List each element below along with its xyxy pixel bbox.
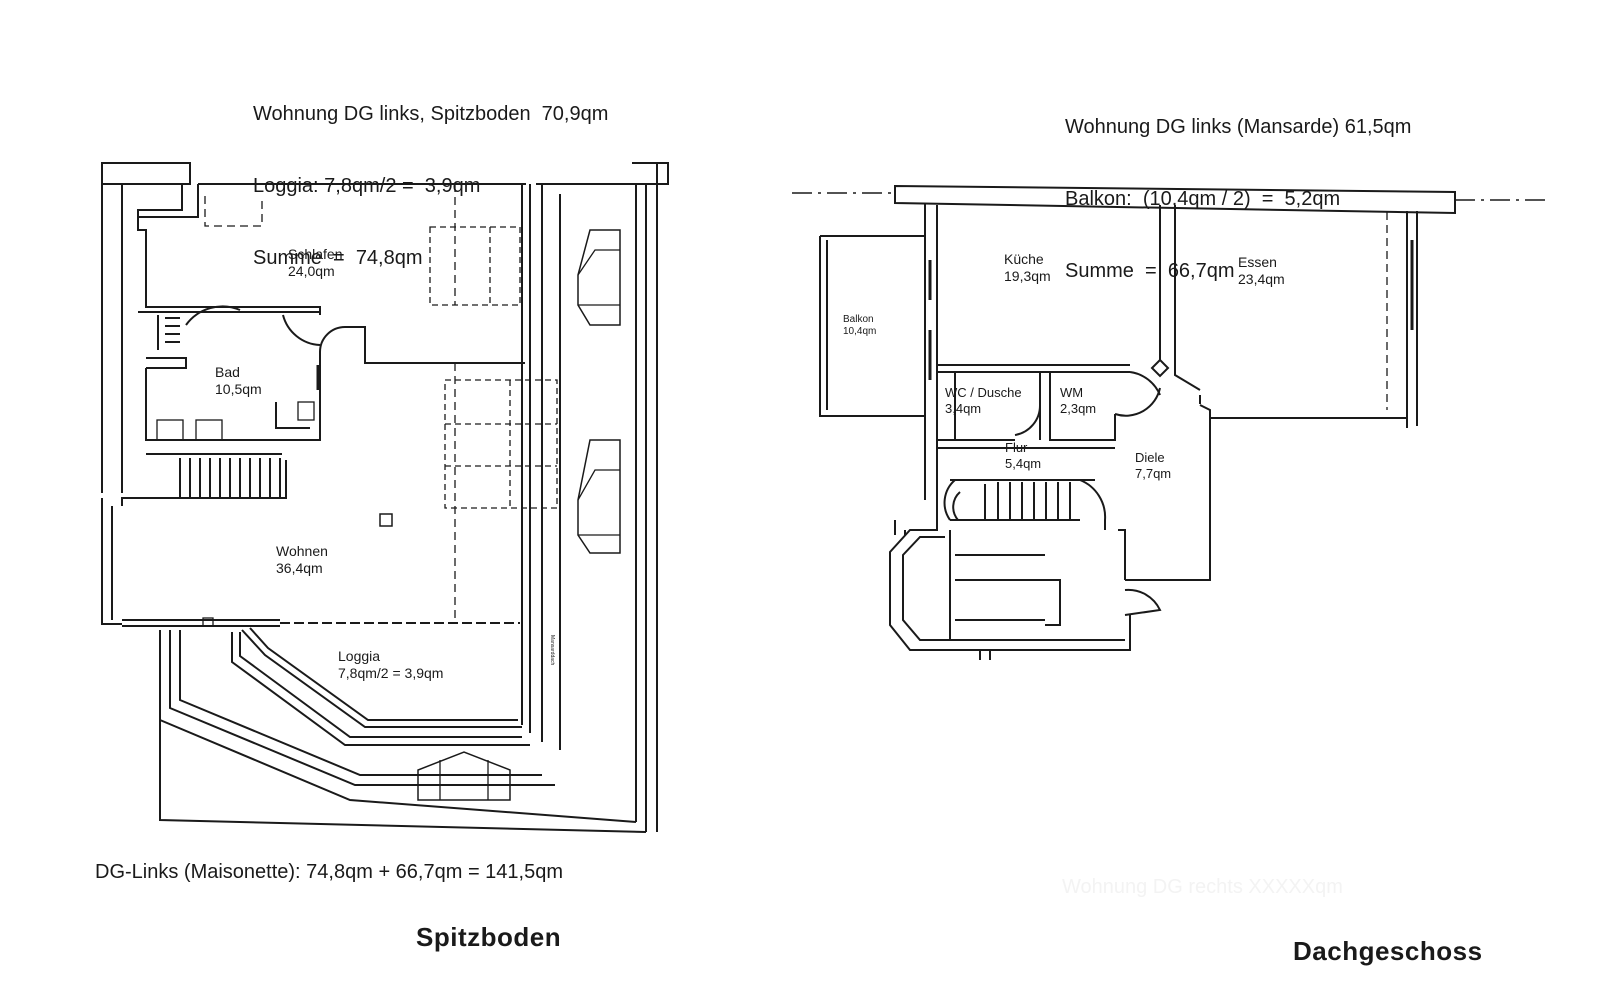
room-kueche: Küche 19,3qm [1004, 251, 1051, 285]
room-name: Essen [1238, 254, 1277, 270]
summary-line: Summe = 74,8qm [253, 247, 423, 269]
wall-note: Mansarddach [549, 635, 555, 666]
room-area: 7,8qm/2 = 3,9qm [338, 665, 444, 681]
room-name: Balkon [843, 314, 874, 325]
spitzboden-title: Spitzboden [416, 922, 562, 952]
summary-line: Wohnung DG links, Spitzboden 70,9qm [253, 103, 609, 125]
faded-note: Wohnung DG rechts XXXXXqm [1062, 876, 1343, 898]
room-name: Schlafen [288, 246, 343, 262]
dachgeschoss-summary: Wohnung DG links (Mansarde) 61,5qm Balko… [1065, 67, 1411, 307]
room-name: Loggia [338, 648, 381, 664]
room-balkon: Balkon 10,4qm [843, 314, 876, 338]
dachgeschoss-plan [792, 184, 1548, 660]
summary-line: Balkon: (10,4qm / 2) = 5,2qm [1065, 188, 1341, 210]
summary-line: Wohnung DG links (Mansarde) 61,5qm [1065, 116, 1412, 138]
spitzboden-summary: Wohnung DG links, Spitzboden 70,9qm Logg… [253, 54, 608, 294]
room-schlafen: Schlafen 24,0qm [288, 246, 342, 280]
dachgeschoss-title: Dachgeschoss [1293, 936, 1483, 966]
room-name: WC / Dusche [945, 385, 1022, 400]
summary-line: Summe = 66,7qm [1065, 260, 1235, 282]
room-area: 7,7qm [1135, 466, 1172, 481]
room-bad: Bad 10,5qm [215, 364, 262, 398]
room-name: WM [1060, 385, 1084, 400]
room-name: Bad [215, 364, 240, 380]
room-loggia: Loggia 7,8qm/2 = 3,9qm [338, 648, 443, 682]
room-name: Flur [1005, 440, 1028, 455]
summary-line: Loggia: 7,8qm/2 = 3,9qm [253, 175, 481, 197]
room-wohnen: Wohnen 36,4qm [276, 543, 328, 577]
room-area: 36,4qm [276, 560, 323, 576]
room-name: Wohnen [276, 543, 328, 559]
room-area: 24,0qm [288, 263, 335, 279]
room-essen: Essen 23,4qm [1238, 254, 1285, 288]
room-wc: WC / Dusche 3,4qm [945, 385, 1022, 417]
room-area: 3,4qm [945, 401, 982, 416]
room-area: 10,5qm [215, 381, 262, 397]
room-flur: Flur 5,4qm [1005, 440, 1041, 472]
room-area: 5,4qm [1005, 456, 1042, 471]
maisonette-total: DG-Links (Maisonette): 74,8qm + 66,7qm =… [95, 861, 564, 883]
room-area: 10,4qm [843, 326, 877, 337]
room-area: 2,3qm [1060, 401, 1097, 416]
room-area: 19,3qm [1004, 268, 1051, 284]
room-name: Küche [1004, 251, 1044, 267]
room-diele: Diele 7,7qm [1135, 450, 1171, 482]
room-name: Diele [1135, 450, 1165, 465]
spitzboden-plan [101, 162, 669, 833]
room-wm: WM 2,3qm [1060, 385, 1096, 417]
room-area: 23,4qm [1238, 271, 1285, 287]
